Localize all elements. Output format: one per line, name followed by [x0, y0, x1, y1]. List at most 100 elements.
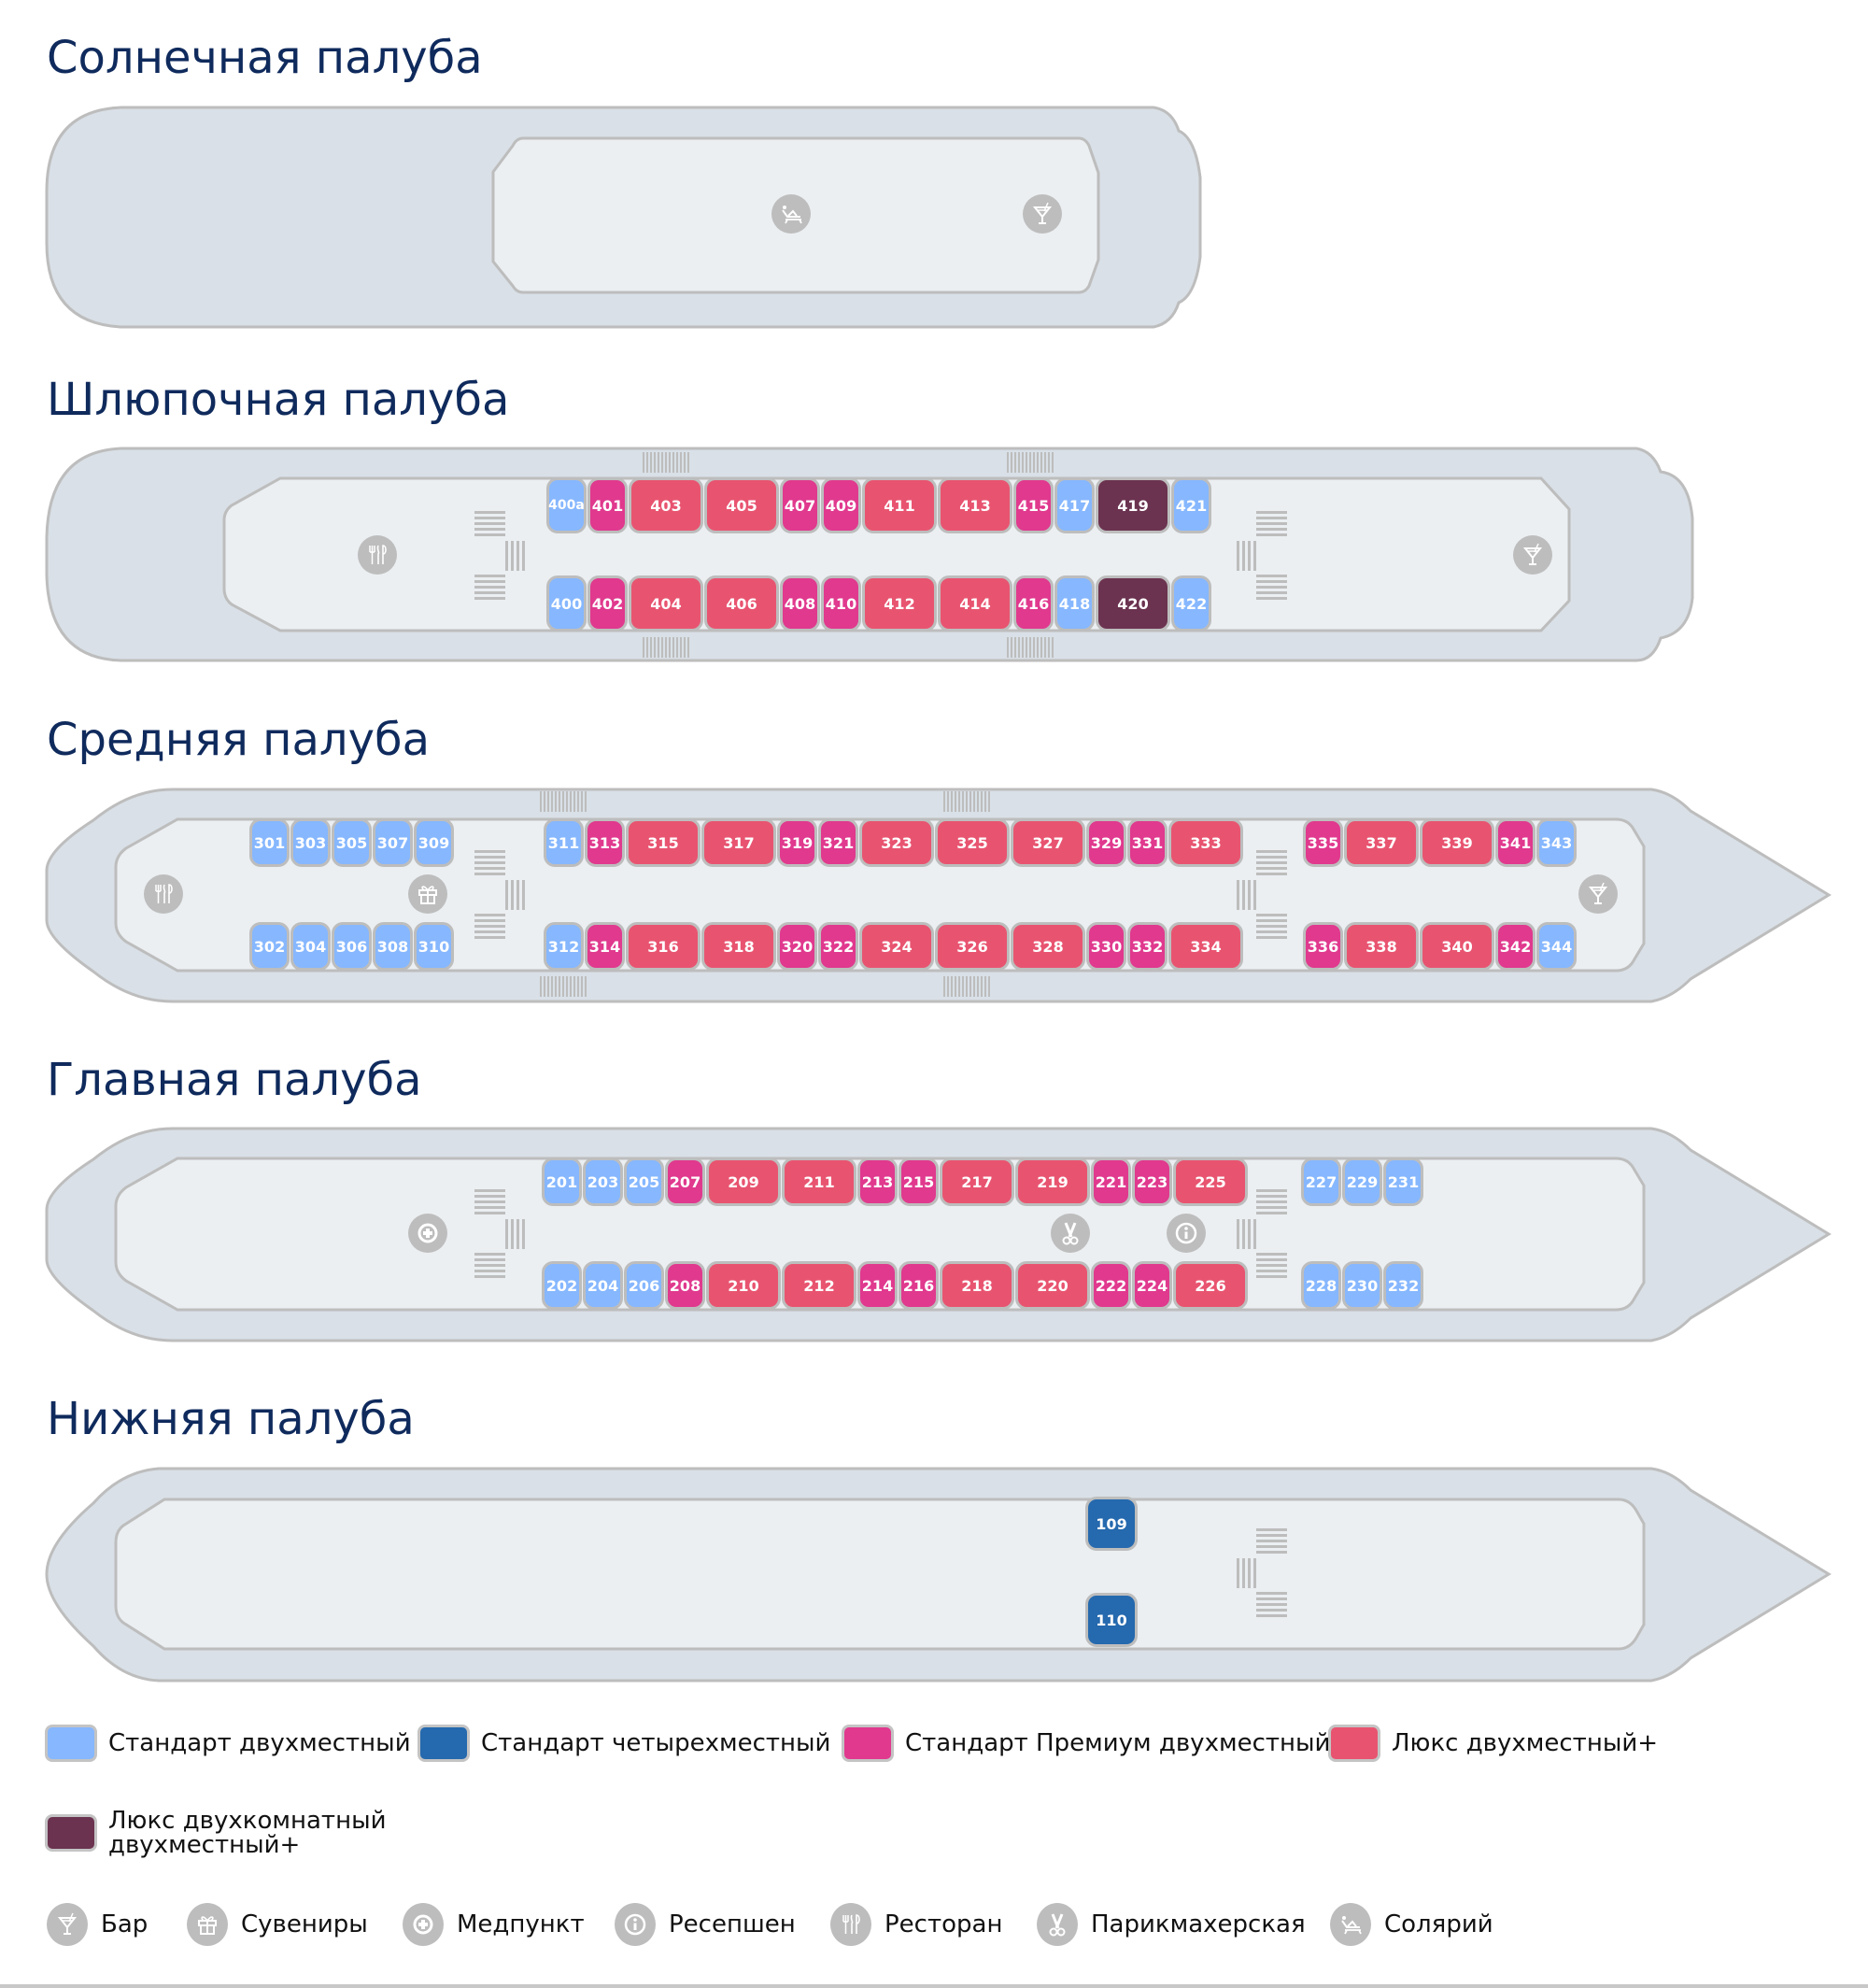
cabin-302[interactable]: 302	[249, 922, 290, 971]
cabin-317[interactable]: 317	[701, 818, 776, 867]
cabin-416[interactable]: 416	[1013, 575, 1054, 632]
cabin-110[interactable]: 110	[1085, 1593, 1138, 1647]
cabin-201[interactable]: 201	[542, 1157, 582, 1206]
cabin-312[interactable]: 312	[544, 922, 584, 971]
souvenir-icon[interactable]	[408, 874, 447, 914]
cabin-205[interactable]: 205	[624, 1157, 664, 1206]
cabin-327[interactable]: 327	[1011, 818, 1085, 867]
cabin-403[interactable]: 403	[629, 477, 703, 533]
cabin-333[interactable]: 333	[1168, 818, 1243, 867]
reception-icon[interactable]	[1167, 1214, 1206, 1253]
cabin-207[interactable]: 207	[665, 1157, 705, 1206]
cabin-311[interactable]: 311	[544, 818, 584, 867]
cabin-417[interactable]: 417	[1054, 477, 1095, 533]
cabin-217[interactable]: 217	[940, 1157, 1014, 1206]
cabin-422[interactable]: 422	[1171, 575, 1211, 632]
barber-icon[interactable]	[1051, 1214, 1090, 1253]
cabin-326[interactable]: 326	[935, 922, 1010, 971]
cabin-301[interactable]: 301	[249, 818, 290, 867]
cabin-216[interactable]: 216	[899, 1261, 939, 1310]
cabin-202[interactable]: 202	[542, 1261, 582, 1310]
cabin-227[interactable]: 227	[1301, 1157, 1341, 1206]
restaurant-icon[interactable]	[144, 874, 183, 914]
cabin-220[interactable]: 220	[1015, 1261, 1090, 1310]
cabin-406[interactable]: 406	[704, 575, 779, 632]
cabin-329[interactable]: 329	[1086, 818, 1126, 867]
cabin-109[interactable]: 109	[1085, 1497, 1138, 1551]
bar-icon[interactable]	[1513, 535, 1552, 575]
cabin-226[interactable]: 226	[1173, 1261, 1248, 1310]
cabin-223[interactable]: 223	[1132, 1157, 1172, 1206]
cabin-313[interactable]: 313	[585, 818, 625, 867]
cabin-206[interactable]: 206	[624, 1261, 664, 1310]
cabin-310[interactable]: 310	[414, 922, 454, 971]
cabin-415[interactable]: 415	[1013, 477, 1054, 533]
cabin-304[interactable]: 304	[290, 922, 331, 971]
cabin-228[interactable]: 228	[1301, 1261, 1341, 1310]
cabin-316[interactable]: 316	[626, 922, 700, 971]
cabin-314[interactable]: 314	[585, 922, 625, 971]
cabin-420[interactable]: 420	[1096, 575, 1170, 632]
cabin-421[interactable]: 421	[1171, 477, 1211, 533]
cabin-229[interactable]: 229	[1342, 1157, 1382, 1206]
cabin-411[interactable]: 411	[862, 477, 937, 533]
cabin-318[interactable]: 318	[701, 922, 776, 971]
cabin-339[interactable]: 339	[1420, 818, 1494, 867]
cabin-400[interactable]: 400	[546, 575, 587, 632]
cabin-222[interactable]: 222	[1091, 1261, 1131, 1310]
cabin-401[interactable]: 401	[587, 477, 628, 533]
cabin-418[interactable]: 418	[1054, 575, 1095, 632]
cabin-320[interactable]: 320	[777, 922, 817, 971]
cabin-407[interactable]: 407	[780, 477, 820, 533]
cabin-408[interactable]: 408	[780, 575, 820, 632]
cabin-335[interactable]: 335	[1303, 818, 1343, 867]
cabin-204[interactable]: 204	[583, 1261, 623, 1310]
restaurant-icon[interactable]	[358, 535, 397, 575]
cabin-211[interactable]: 211	[782, 1157, 856, 1206]
cabin-400a[interactable]: 400a	[546, 477, 587, 533]
cabin-209[interactable]: 209	[706, 1157, 781, 1206]
cabin-344[interactable]: 344	[1536, 922, 1577, 971]
cabin-332[interactable]: 332	[1127, 922, 1168, 971]
cabin-219[interactable]: 219	[1015, 1157, 1090, 1206]
cabin-214[interactable]: 214	[857, 1261, 898, 1310]
cabin-307[interactable]: 307	[373, 818, 413, 867]
cabin-419[interactable]: 419	[1096, 477, 1170, 533]
sunbed-icon[interactable]	[771, 194, 811, 234]
cabin-231[interactable]: 231	[1383, 1157, 1423, 1206]
cabin-210[interactable]: 210	[706, 1261, 781, 1310]
cabin-225[interactable]: 225	[1173, 1157, 1248, 1206]
cabin-404[interactable]: 404	[629, 575, 703, 632]
cabin-323[interactable]: 323	[859, 818, 934, 867]
cabin-338[interactable]: 338	[1344, 922, 1419, 971]
cabin-213[interactable]: 213	[857, 1157, 898, 1206]
cabin-340[interactable]: 340	[1420, 922, 1494, 971]
cabin-405[interactable]: 405	[704, 477, 779, 533]
cabin-315[interactable]: 315	[626, 818, 700, 867]
cabin-343[interactable]: 343	[1536, 818, 1577, 867]
cabin-413[interactable]: 413	[938, 477, 1012, 533]
cabin-218[interactable]: 218	[940, 1261, 1014, 1310]
bar-icon[interactable]	[1023, 194, 1062, 234]
cabin-306[interactable]: 306	[332, 922, 372, 971]
cabin-322[interactable]: 322	[818, 922, 858, 971]
cabin-342[interactable]: 342	[1495, 922, 1535, 971]
cabin-212[interactable]: 212	[782, 1261, 856, 1310]
cabin-402[interactable]: 402	[587, 575, 628, 632]
cabin-324[interactable]: 324	[859, 922, 934, 971]
cabin-305[interactable]: 305	[332, 818, 372, 867]
cabin-303[interactable]: 303	[290, 818, 331, 867]
cabin-330[interactable]: 330	[1086, 922, 1126, 971]
cabin-337[interactable]: 337	[1344, 818, 1419, 867]
cabin-232[interactable]: 232	[1383, 1261, 1423, 1310]
cabin-412[interactable]: 412	[862, 575, 937, 632]
cabin-331[interactable]: 331	[1127, 818, 1168, 867]
bar-icon[interactable]	[1578, 874, 1618, 914]
cabin-203[interactable]: 203	[583, 1157, 623, 1206]
cabin-336[interactable]: 336	[1303, 922, 1343, 971]
cabin-328[interactable]: 328	[1011, 922, 1085, 971]
cabin-334[interactable]: 334	[1168, 922, 1243, 971]
cabin-410[interactable]: 410	[821, 575, 861, 632]
cabin-208[interactable]: 208	[665, 1261, 705, 1310]
cabin-341[interactable]: 341	[1495, 818, 1535, 867]
